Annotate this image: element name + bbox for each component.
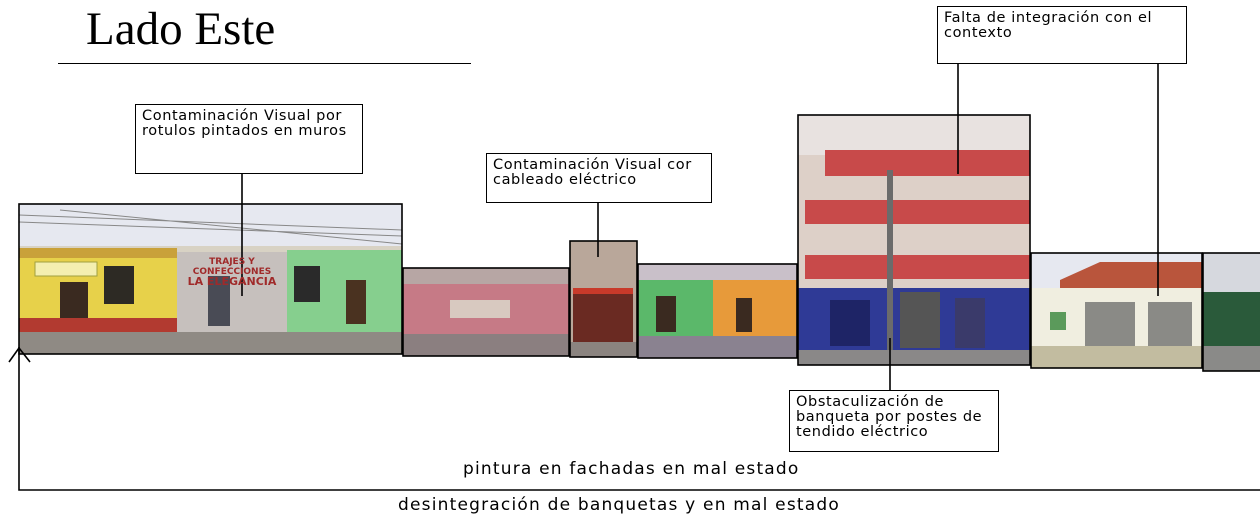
- callout-integracion-text: Falta de integración con el contexto: [944, 10, 1153, 41]
- callout-postes-text: Obstaculización de banqueta por postes d…: [796, 394, 983, 440]
- photo-segment-4: [638, 264, 797, 358]
- callout-postes: Obstaculización de banqueta por postes d…: [789, 390, 999, 452]
- photo-segment-3: [570, 241, 637, 357]
- photo-segment-5: [798, 115, 1030, 365]
- photo-segment-6: [1031, 253, 1202, 368]
- photo-segment-7: [1203, 253, 1260, 371]
- title-underline: [58, 63, 471, 64]
- callout-cableado: Contaminación Visual cor cableado eléctr…: [486, 153, 712, 203]
- callout-integracion: Falta de integración con el contexto: [937, 6, 1187, 64]
- page-title: Lado Este: [86, 3, 276, 55]
- callout-cableado-text: Contaminación Visual cor cableado eléctr…: [493, 157, 692, 188]
- bottom-note-banquetas: desintegración de banquetas y en mal est…: [398, 495, 840, 515]
- photo-segment-2: [403, 268, 569, 356]
- bottom-note-pintura: pintura en fachadas en mal estado: [463, 459, 800, 479]
- callout-rotulos: Contaminación Visual por rotulos pintado…: [135, 104, 363, 174]
- shop-sign-line2: LA ELEGANCIA: [187, 275, 277, 288]
- shop-sign-line1: TRAJES Y CONFECCIONES: [192, 257, 272, 277]
- shop-sign: TRAJES Y CONFECCIONES LA ELEGANCIA: [178, 257, 286, 287]
- photo-segment-1: [18, 204, 403, 354]
- callout-rotulos-text: Contaminación Visual por rotulos pintado…: [142, 108, 347, 139]
